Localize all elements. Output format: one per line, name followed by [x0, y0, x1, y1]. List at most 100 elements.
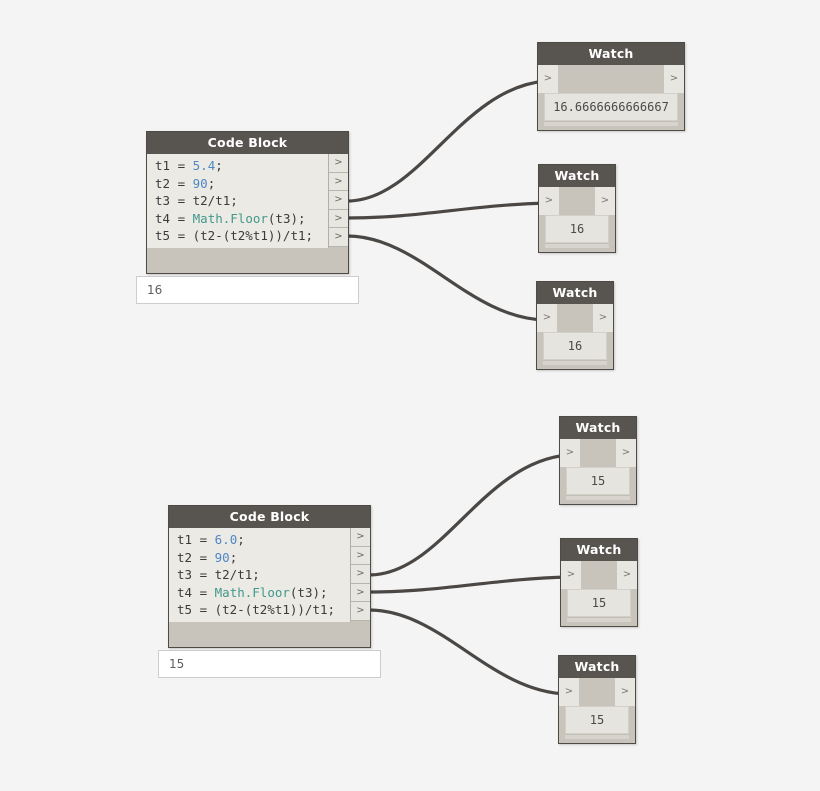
code-line-2-prefix: t2 = — [155, 175, 193, 191]
watch-output-port[interactable]: > — [593, 304, 613, 332]
watch-scrollbar[interactable] — [565, 734, 629, 739]
watch-ports: > > — [560, 439, 636, 467]
code-line-1-literal: 6.0 — [214, 532, 238, 547]
code-line-5: t5 = (t2-(t2%t1))/t1; — [177, 602, 336, 618]
watch-scrollbar[interactable] — [567, 617, 631, 622]
code-line-4: t4 = Math.Floor(t3); — [155, 211, 306, 226]
watch-value: 15 — [565, 706, 629, 734]
watch-input-port[interactable]: > — [539, 187, 559, 215]
output-port-5[interactable]: > — [351, 602, 370, 621]
watch-node-top-1[interactable]: Watch > > 16.6666666666667 — [537, 42, 685, 131]
watch-value: 15 — [566, 467, 630, 495]
code-block-footer — [147, 247, 348, 273]
watch-title: Watch — [561, 539, 637, 561]
watch-output-port[interactable]: > — [595, 187, 615, 215]
wire-top-1 — [345, 79, 548, 203]
watch-input-port[interactable]: > — [538, 65, 558, 93]
output-port-3[interactable]: > — [351, 565, 370, 584]
watch-node-top-3[interactable]: Watch > > 16 — [536, 281, 614, 370]
watch-node-bottom-1[interactable]: Watch > > 15 — [559, 416, 637, 505]
watch-value-container: 16.6666666666667 — [538, 93, 684, 130]
watch-scrollbar[interactable] — [545, 243, 609, 248]
output-port-5[interactable]: > — [329, 228, 348, 247]
wire-top-2 — [345, 201, 549, 220]
watch-value: 16.6666666666667 — [544, 93, 678, 121]
code-line-1-prefix: t1 = — [155, 158, 193, 173]
watch-title: Watch — [560, 417, 636, 439]
watch-value-container: 15 — [560, 467, 636, 504]
output-port-2[interactable]: > — [329, 172, 348, 192]
watch-value-container: 15 — [559, 706, 635, 743]
code-block-title: Code Block — [147, 132, 348, 154]
code-line-1-literal: 5.4 — [192, 158, 216, 173]
code-line-2: t2 = 90; — [177, 550, 237, 565]
code-block-editor[interactable]: t1 = 6.0; t2 = 90; t3 = t2/t1; t4 = Math… — [169, 528, 350, 622]
code-line-3: t3 = t2/t1; — [155, 193, 238, 209]
watch-output-port[interactable]: > — [664, 65, 684, 93]
code-block-title: Code Block — [169, 506, 370, 528]
code-block-editor[interactable]: t1 = 5.4; t2 = 90; t3 = t2/t1; t4 = Math… — [147, 154, 328, 248]
watch-value-container: 15 — [561, 589, 637, 626]
code-line-2-literal: 90 — [192, 175, 208, 191]
watch-node-bottom-2[interactable]: Watch > > 15 — [560, 538, 638, 627]
code-block-node-bottom[interactable]: Code Block t1 = 6.0; t2 = 90; t3 = t2/t1… — [168, 505, 371, 648]
wire-bottom-2 — [367, 575, 571, 594]
code-line-2-prefix: t2 = — [177, 549, 215, 565]
code-line-2: t2 = 90; — [155, 176, 215, 191]
watch-node-top-2[interactable]: Watch > > 16 — [538, 164, 616, 253]
code-block-value-input-bottom[interactable]: 15 — [158, 650, 381, 678]
wire-top-3 — [345, 234, 547, 322]
code-line-1-prefix: t1 = — [177, 532, 215, 547]
code-block-output-ports: > > > > > — [328, 154, 348, 248]
watch-title: Watch — [538, 43, 684, 65]
watch-output-port[interactable]: > — [616, 439, 636, 467]
code-line-4-suffix: (t3); — [289, 584, 328, 600]
watch-input-port[interactable]: > — [560, 439, 580, 467]
watch-title: Watch — [537, 282, 613, 304]
watch-scrollbar[interactable] — [543, 360, 607, 365]
output-port-1[interactable]: > — [351, 528, 370, 547]
watch-value: 15 — [567, 589, 631, 617]
watch-output-port[interactable]: > — [615, 678, 635, 706]
watch-title: Watch — [559, 656, 635, 678]
watch-value-container: 16 — [537, 332, 613, 369]
output-port-4[interactable]: > — [329, 209, 348, 229]
watch-ports: > > — [539, 187, 615, 215]
watch-input-port[interactable]: > — [559, 678, 579, 706]
watch-value: 16 — [545, 215, 609, 243]
code-line-1-suffix: ; — [215, 158, 223, 173]
watch-input-port[interactable]: > — [561, 561, 581, 589]
output-port-3[interactable]: > — [329, 191, 348, 210]
watch-scrollbar[interactable] — [544, 121, 678, 126]
output-port-4[interactable]: > — [351, 583, 370, 603]
code-block-footer — [169, 621, 370, 647]
code-line-4-prefix: t4 = — [177, 584, 215, 600]
code-line-4-prefix: t4 = — [155, 210, 193, 226]
watch-ports: > > — [561, 561, 637, 589]
watch-scrollbar[interactable] — [566, 495, 630, 500]
code-block-output-ports: > > > > > — [350, 528, 370, 622]
code-block-body: t1 = 5.4; t2 = 90; t3 = t2/t1; t4 = Math… — [147, 154, 348, 248]
wire-bottom-1 — [367, 453, 570, 577]
watch-input-port[interactable]: > — [537, 304, 557, 332]
watch-output-port[interactable]: > — [617, 561, 637, 589]
code-block-node-top[interactable]: Code Block t1 = 5.4; t2 = 90; t3 = t2/t1… — [146, 131, 349, 274]
output-port-1[interactable]: > — [329, 154, 348, 173]
watch-node-bottom-3[interactable]: Watch > > 15 — [558, 655, 636, 744]
output-port-2[interactable]: > — [351, 546, 370, 566]
watch-value-container: 16 — [539, 215, 615, 252]
code-line-1: t1 = 5.4; — [155, 158, 223, 173]
code-line-1-suffix: ; — [237, 532, 245, 547]
code-line-4-function: Math.Floor — [214, 584, 290, 600]
code-line-2-suffix: ; — [229, 549, 238, 565]
watch-value: 16 — [543, 332, 607, 360]
code-line-5: t5 = (t2-(t2%t1))/t1; — [155, 228, 314, 244]
watch-ports: > > — [559, 678, 635, 706]
code-block-value-input-top[interactable]: 16 — [136, 276, 359, 304]
code-line-2-literal: 90 — [214, 549, 230, 565]
wire-bottom-3 — [367, 608, 569, 696]
code-line-2-suffix: ; — [207, 175, 216, 191]
watch-ports: > > — [538, 65, 684, 93]
